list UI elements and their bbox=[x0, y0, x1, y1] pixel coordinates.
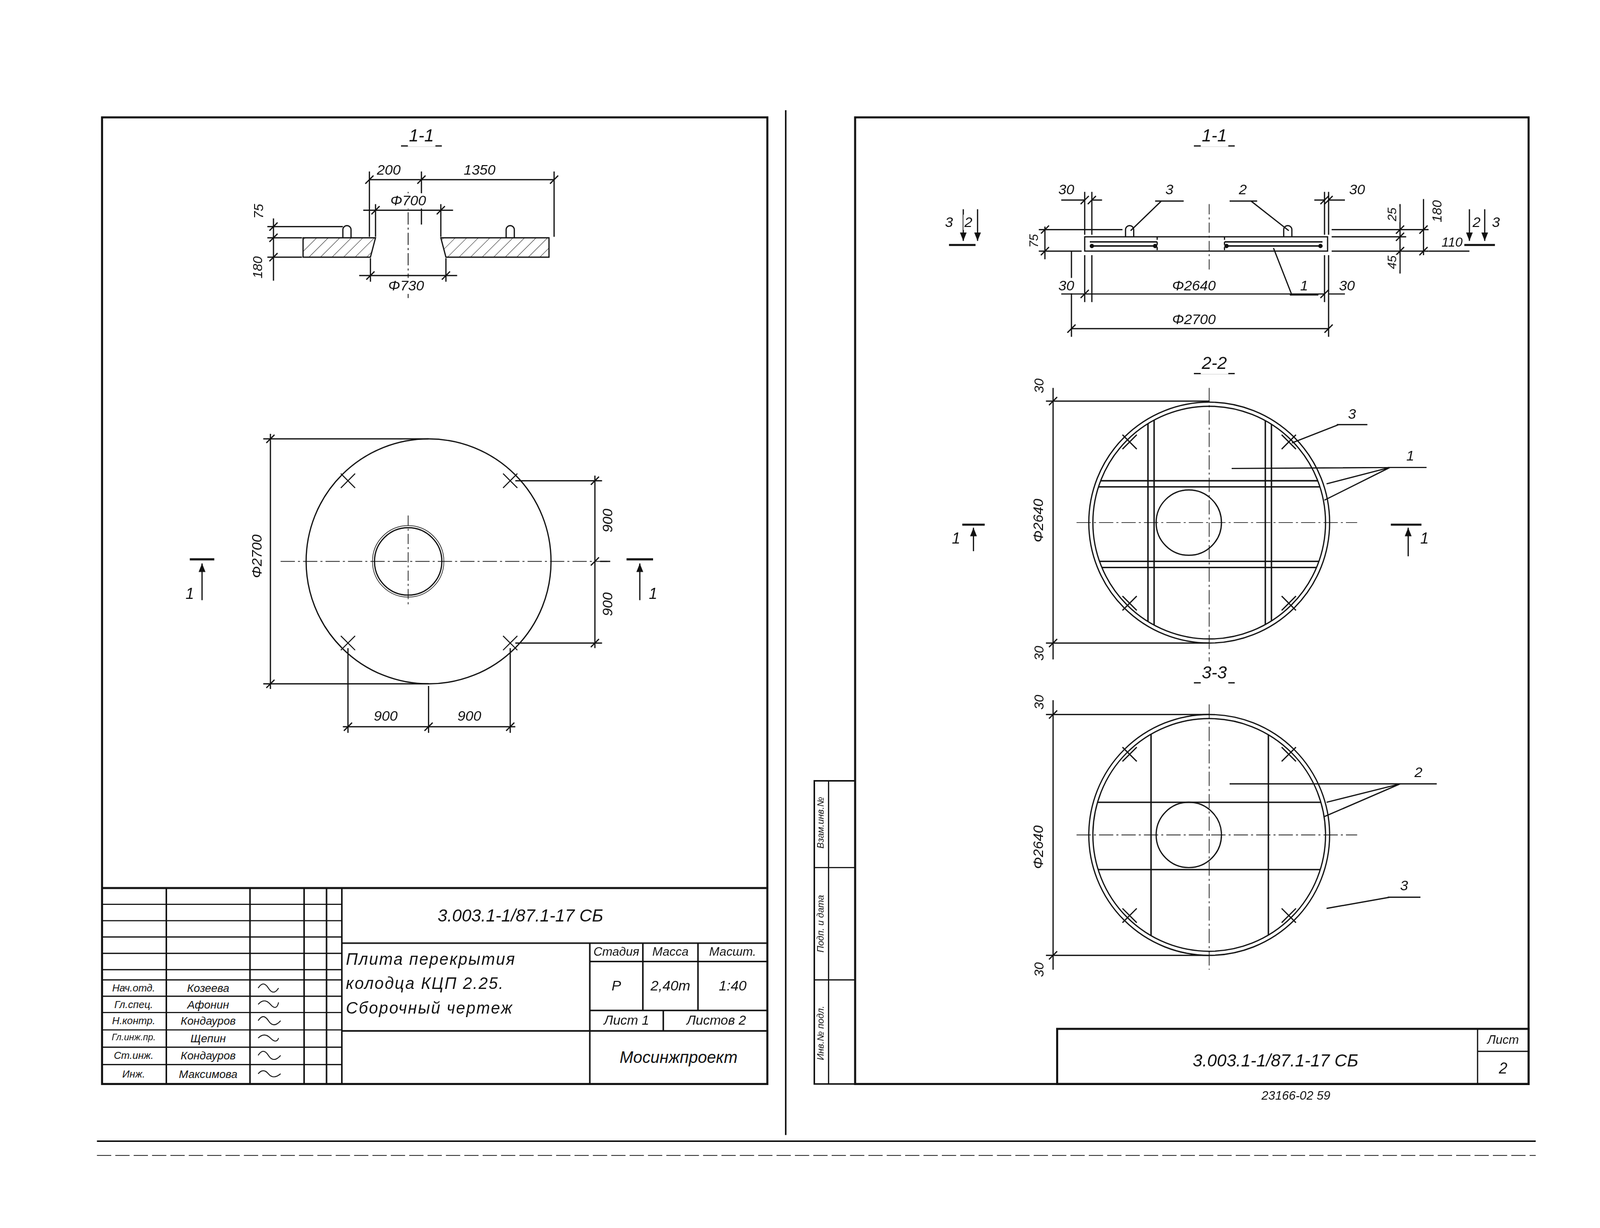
table-cell: Нач.отд. bbox=[111, 982, 157, 994]
section-mark: 3 bbox=[1490, 214, 1501, 231]
dimension: Φ2640 bbox=[1170, 277, 1217, 294]
table-cell: 1:40 bbox=[717, 978, 748, 994]
dimension: Φ2640 bbox=[1030, 497, 1047, 544]
dimension: 45 bbox=[1386, 254, 1400, 271]
dimension: 30 bbox=[1032, 644, 1048, 662]
table-cell: Масса bbox=[651, 945, 690, 959]
organization: Мосинжпроект bbox=[618, 1048, 739, 1067]
table-cell: Щепин bbox=[189, 1031, 227, 1045]
section-mark: 1 bbox=[184, 585, 196, 603]
table-cell: Козеева bbox=[186, 981, 231, 995]
dimension: 25 bbox=[1386, 206, 1400, 222]
stamp-field: Подп. и дата bbox=[816, 893, 827, 953]
section-title: 1-1 bbox=[408, 127, 436, 147]
dimension: 30 bbox=[1032, 693, 1048, 711]
dimension: 75 bbox=[252, 202, 267, 220]
table-cell: Афонин bbox=[186, 997, 230, 1011]
callout-number: 2 bbox=[1413, 764, 1424, 781]
dimension: 180 bbox=[1430, 199, 1446, 224]
dimension: 200 bbox=[375, 162, 402, 179]
table-cell: 2,40т bbox=[649, 978, 692, 994]
callout-number: 2 bbox=[1237, 182, 1248, 198]
callout-number: 3 bbox=[1399, 877, 1410, 894]
dimension: Φ2700 bbox=[249, 533, 265, 580]
dimension: Φ2640 bbox=[1030, 824, 1047, 870]
table-cell: Н.контр. bbox=[111, 1014, 157, 1026]
sheet-field: Лист bbox=[1486, 1032, 1520, 1047]
section-title: 1-1 bbox=[1200, 127, 1228, 147]
callout-number: 3 bbox=[1164, 182, 1175, 198]
callout-number: 1 bbox=[1405, 448, 1416, 464]
section-mark: 2 bbox=[1471, 214, 1482, 231]
dimension: 75 bbox=[1027, 232, 1042, 249]
dimension: Φ700 bbox=[389, 193, 428, 209]
section-mark: 1 bbox=[950, 530, 962, 547]
table-cell: Инж. bbox=[121, 1067, 146, 1079]
dimension: 30 bbox=[1057, 277, 1076, 294]
dimension: 30 bbox=[1032, 961, 1048, 978]
table-cell: Лист 1 bbox=[602, 1013, 651, 1028]
dimension: 110 bbox=[1440, 235, 1464, 251]
stamp-field: Взам.инв.№ bbox=[816, 795, 827, 850]
section-mark: 2 bbox=[963, 214, 974, 231]
table-cell: Листов 2 bbox=[685, 1013, 748, 1028]
table-cell: Кондауров bbox=[179, 1014, 237, 1027]
dimension: 30 bbox=[1348, 182, 1367, 198]
table-cell: Р bbox=[610, 978, 622, 994]
dimension: 30 bbox=[1057, 182, 1076, 198]
section-title: 2-2 bbox=[1200, 354, 1228, 374]
dimension: Φ730 bbox=[387, 277, 426, 294]
section-title: 3-3 bbox=[1200, 664, 1228, 684]
drawing-title: Плита перекрытия колодца КЦП 2.25. Сборо… bbox=[344, 946, 590, 1021]
stamp-field: Инв.№ подл. bbox=[816, 1004, 827, 1061]
document-code: 3.003.1-1/87.1-17 СБ bbox=[1191, 1051, 1360, 1071]
table-cell: Масшт. bbox=[708, 945, 758, 959]
section-mark: 1 bbox=[647, 585, 659, 603]
table-cell: Ст.инж. bbox=[112, 1049, 155, 1061]
table-cell: Гл.инж.пр. bbox=[110, 1032, 157, 1044]
table-cell: Гл.спец. bbox=[113, 998, 154, 1010]
dimension: 30 bbox=[1337, 277, 1356, 294]
dimension: 1350 bbox=[462, 162, 497, 179]
dimension: 900 bbox=[456, 708, 483, 725]
archive-number: 23166-02 59 bbox=[1260, 1089, 1332, 1103]
section-mark: 3 bbox=[943, 214, 954, 231]
callout-number: 1 bbox=[1299, 277, 1310, 294]
section-mark: 1 bbox=[1419, 530, 1430, 547]
dimension: 30 bbox=[1032, 377, 1048, 394]
callout-number: 3 bbox=[1346, 406, 1357, 423]
table-cell: Стадия bbox=[592, 945, 640, 959]
dimension: 900 bbox=[600, 591, 616, 617]
dimension: 900 bbox=[600, 507, 616, 534]
sheet-number: 2 bbox=[1497, 1060, 1509, 1077]
dimension: Φ2700 bbox=[1170, 311, 1217, 328]
document-code: 3.003.1-1/87.1-17 СБ bbox=[436, 906, 605, 926]
table-cell: Кондауров bbox=[179, 1049, 237, 1062]
dimension: 180 bbox=[251, 255, 266, 280]
table-cell: Максимова bbox=[178, 1067, 239, 1080]
dimension: 900 bbox=[372, 708, 399, 725]
